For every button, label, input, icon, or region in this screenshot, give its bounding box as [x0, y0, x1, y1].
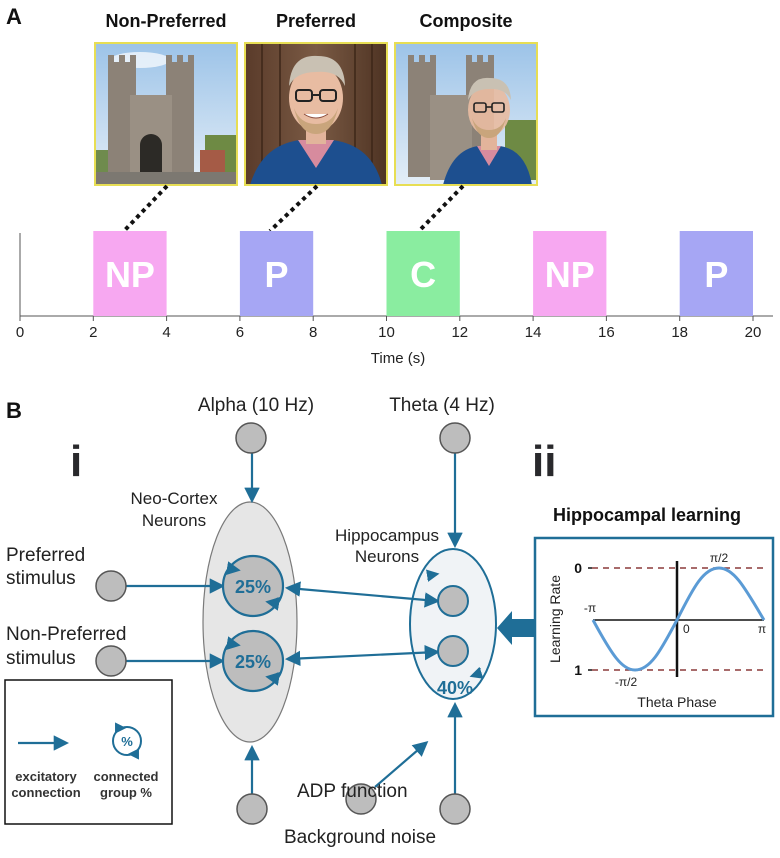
pct-hippo: 40% [437, 678, 473, 698]
noise-label: Background noise [284, 827, 436, 848]
node-noise-right [439, 793, 471, 825]
timeline-tick-label: 8 [309, 324, 317, 341]
stimulus-block-label: P [265, 254, 289, 295]
timeline-tick-label: 6 [236, 324, 244, 341]
stimulus-block [93, 231, 167, 316]
preferred-label-2: stimulus [6, 568, 76, 589]
learning-trough: -π/2 [615, 675, 638, 689]
hippocampus-ellipse [409, 548, 497, 700]
legend-group-icon [112, 726, 142, 756]
timeline-tick-label: 12 [451, 324, 468, 341]
hippocampus-label-1: Hippocampus [335, 526, 439, 545]
stimulus-block-label: NP [105, 254, 155, 295]
timeline-tick-label: 16 [598, 324, 615, 341]
legend-excit-2: connection [11, 785, 80, 800]
learning-xlabel: Theta Phase [637, 694, 717, 710]
node-adp [345, 783, 377, 815]
timeline-tick-label: 0 [16, 324, 24, 341]
title-composite: Composite [419, 11, 512, 31]
node-theta [439, 422, 471, 454]
nonpreferred-label-2: stimulus [6, 648, 76, 669]
learning-ylabel: Learning Rate [547, 575, 563, 663]
hippo-node-bottom [437, 635, 469, 667]
learning-x-zero: 0 [683, 622, 690, 636]
timeline-tick-label: 10 [378, 324, 395, 341]
learning-curve [591, 566, 766, 672]
castle-image [95, 43, 237, 185]
stimulus-block [386, 231, 460, 316]
connector-p [268, 184, 319, 233]
neocortex-label-1: Neo-Cortex [131, 489, 218, 508]
arrow-adp [374, 740, 429, 788]
stimulus-block-label: NP [545, 254, 595, 295]
learning-box [533, 536, 775, 718]
alpha-label: Alpha (10 Hz) [198, 395, 314, 416]
panel-b-label: B [6, 398, 22, 423]
learning-x-left: -π [584, 601, 596, 615]
node-alpha [235, 422, 267, 454]
timeline-tick-label: 18 [671, 324, 688, 341]
timeline-tick-label: 20 [745, 324, 762, 341]
arrow-bidir-bottom [284, 644, 441, 667]
preferred-label-1: Preferred [6, 545, 85, 566]
legend-conn-2: group % [100, 785, 152, 800]
pct-top: 25% [235, 577, 271, 597]
neocortex-ellipse [202, 501, 298, 743]
hippo-node-top [437, 585, 469, 617]
sub-label-ii: ii [532, 437, 556, 486]
person-image [245, 43, 387, 185]
title-non-preferred: Non-Preferred [105, 11, 226, 31]
panel-a-label: A [6, 4, 22, 29]
learning-arrow [497, 611, 534, 645]
stimulus-block [533, 231, 607, 316]
timeline-xlabel: Time (s) [371, 350, 425, 367]
connector-np [122, 184, 169, 233]
stimulus-block [239, 231, 314, 316]
legend-conn-1: connected [93, 769, 158, 784]
stimulus-block-label: P [704, 254, 728, 295]
connector-c [417, 184, 465, 233]
learning-peak: π/2 [710, 551, 729, 565]
stimulus-block-label: C [410, 254, 436, 295]
node-preferred [95, 570, 127, 602]
timeline-tick-label: 4 [162, 324, 170, 341]
pct-bottom: 25% [235, 652, 271, 672]
legend-excit-1: excitatory [15, 769, 77, 784]
adp-label: ADP function [297, 781, 408, 802]
node-noise-left [236, 793, 268, 825]
learning-x-right: π [758, 622, 766, 636]
title-preferred: Preferred [276, 11, 356, 31]
timeline-tick-label: 2 [89, 324, 97, 341]
hippocampus-label-2: Neurons [355, 547, 419, 566]
arrow-bidir-top [284, 581, 441, 608]
castle-frame [94, 42, 238, 186]
nonpreferred-label-1: Non-Preferred [6, 624, 126, 645]
legend-box [4, 679, 173, 825]
theta-label: Theta (4 Hz) [389, 395, 495, 416]
node-nonpreferred [95, 645, 127, 677]
learning-y-top: 0 [574, 560, 582, 576]
composite-image [395, 43, 537, 185]
composite-frame [394, 42, 538, 186]
neocortex-label-2: Neurons [142, 511, 206, 530]
legend-pct-symbol: % [121, 734, 133, 749]
learning-title: Hippocampal learning [553, 505, 741, 525]
sub-label-i: i [70, 437, 82, 486]
stimulus-block [679, 231, 753, 316]
timeline-tick-label: 14 [525, 324, 542, 341]
learning-y-bottom: 1 [574, 662, 582, 678]
